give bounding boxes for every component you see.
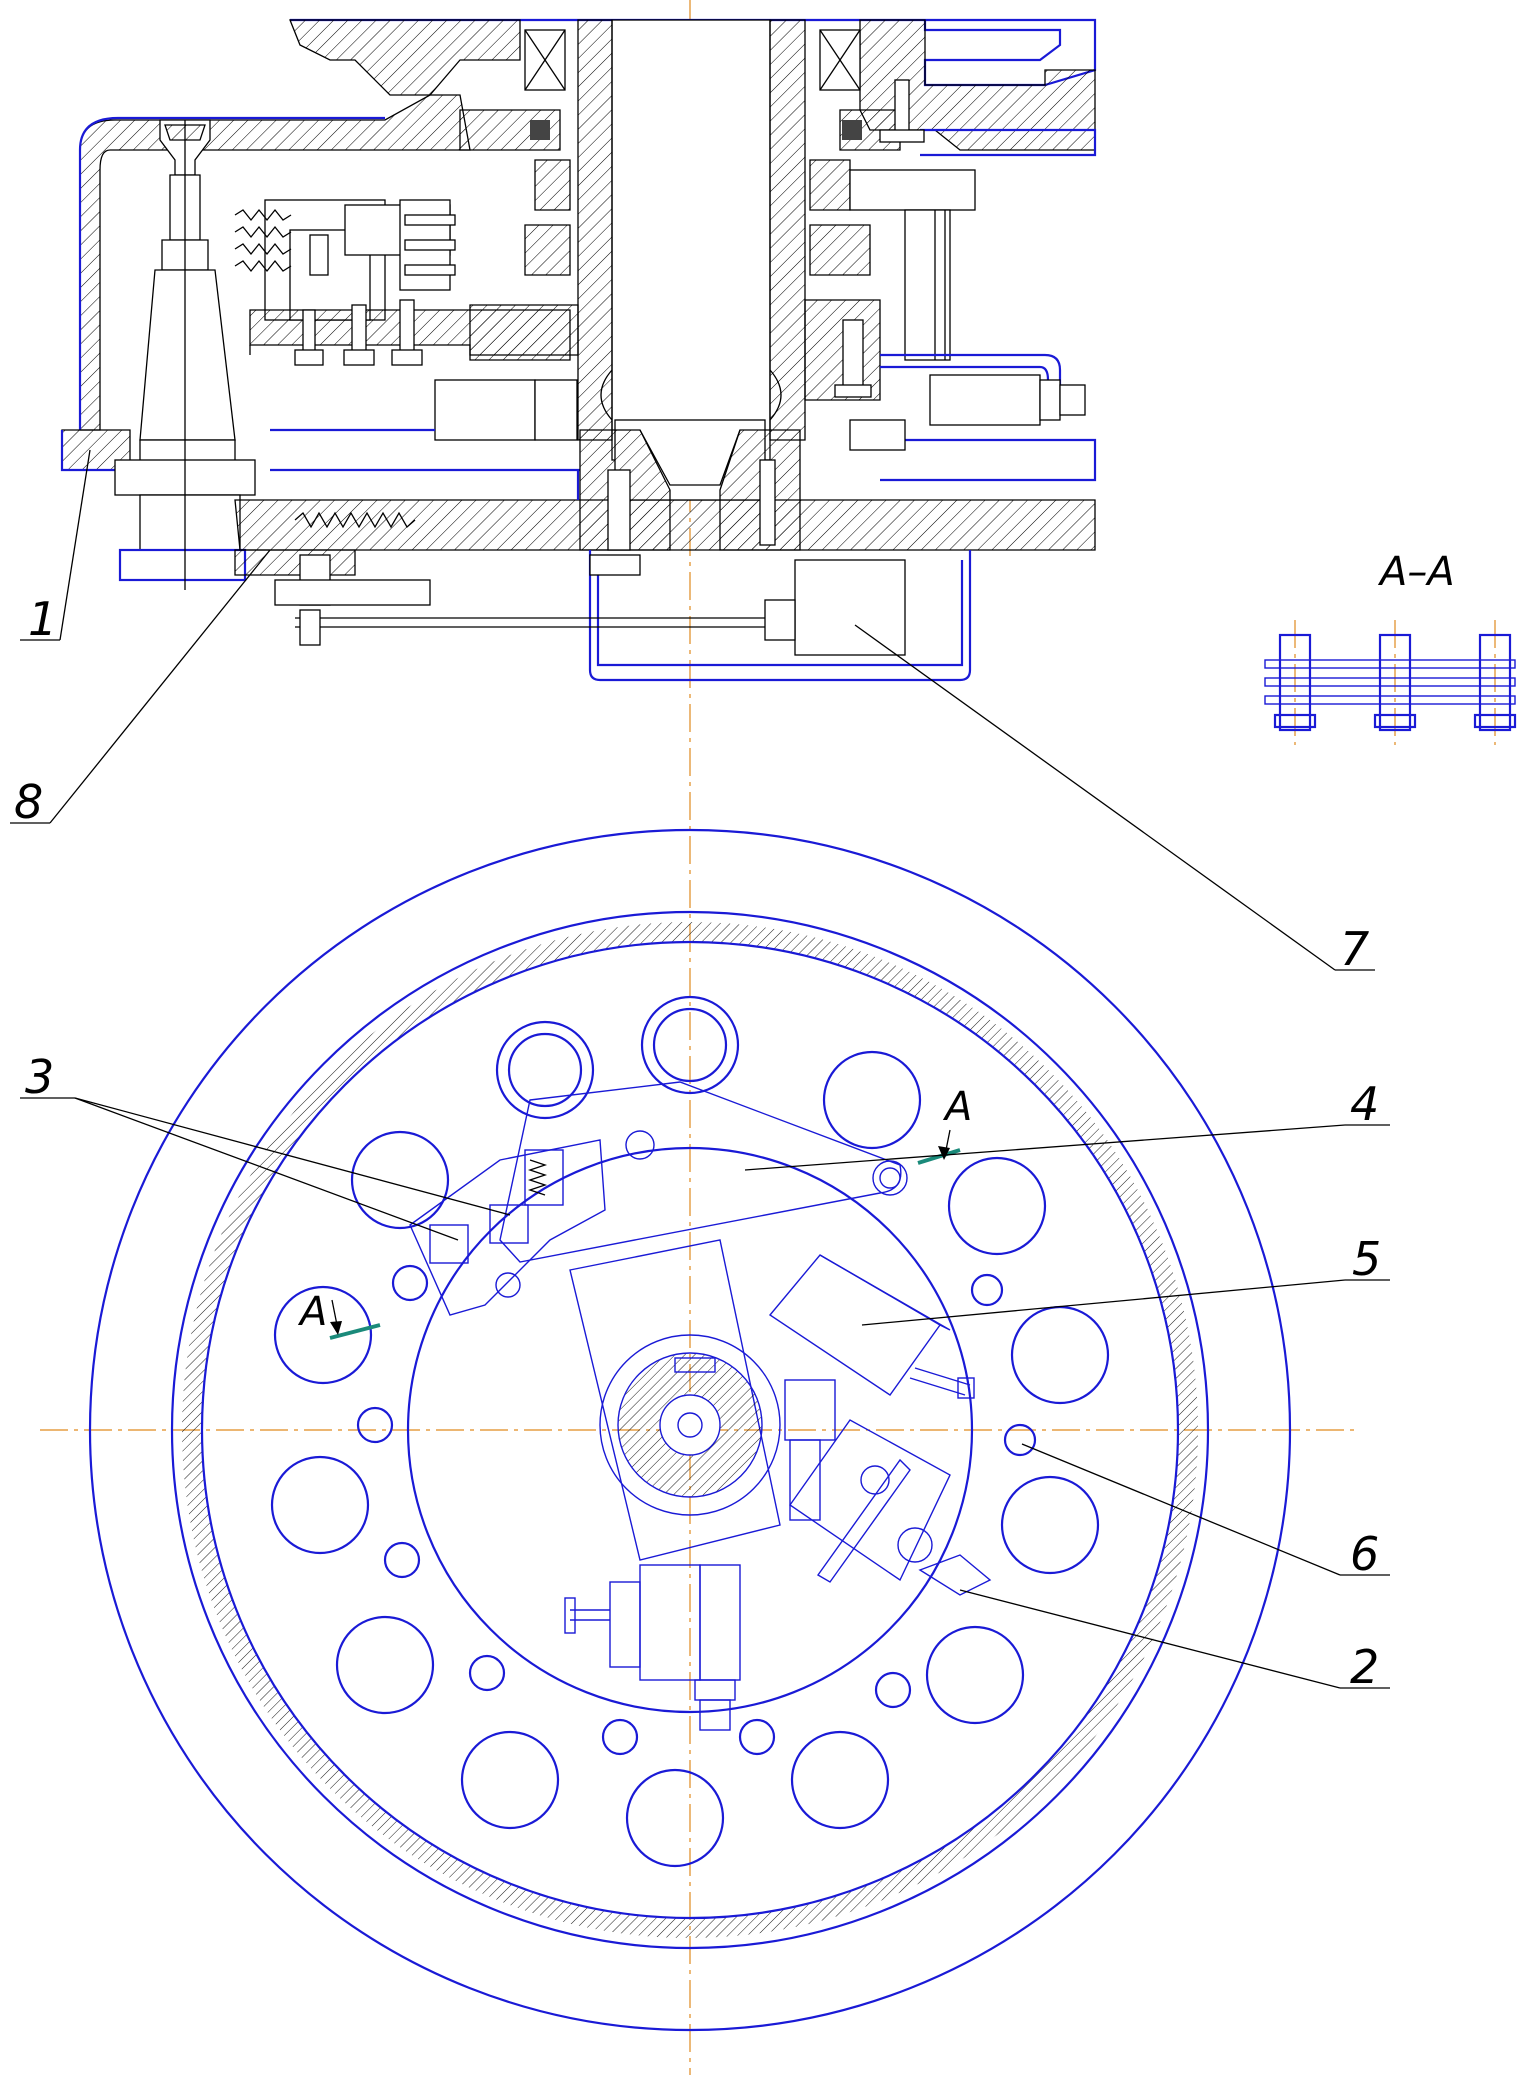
callout-6: 6 xyxy=(1350,1527,1379,1581)
plan-view: A A xyxy=(88,828,1292,2032)
section-marker-a-right: A xyxy=(942,1084,972,1130)
callout-8: 8 xyxy=(14,775,43,829)
bolts-plate xyxy=(294,299,423,366)
callout-5: 5 xyxy=(1352,1232,1381,1286)
callout-4: 4 xyxy=(1350,1077,1379,1131)
callout-3: 3 xyxy=(25,1050,54,1104)
spring-8 xyxy=(294,511,416,529)
callouts: 1 8 7 3 4 5 6 2 xyxy=(10,449,1390,1694)
springs-top xyxy=(234,208,292,273)
section-a-a-parts xyxy=(1264,633,1517,732)
cut-marker-line-left xyxy=(329,1323,381,1340)
callout-7: 7 xyxy=(1340,922,1369,976)
section-a-a-title: A–A xyxy=(1377,549,1455,595)
section-marker-a-left: A xyxy=(297,1289,327,1335)
callout-1: 1 xyxy=(28,592,57,646)
tool-pockets-large xyxy=(270,995,1110,1868)
section-a-a-view: A–A xyxy=(1264,549,1517,745)
sectional-view xyxy=(60,18,1097,682)
callout-2: 2 xyxy=(1350,1640,1379,1694)
cut-marker-line-right xyxy=(917,1148,961,1165)
small-holes xyxy=(356,1264,1037,1756)
